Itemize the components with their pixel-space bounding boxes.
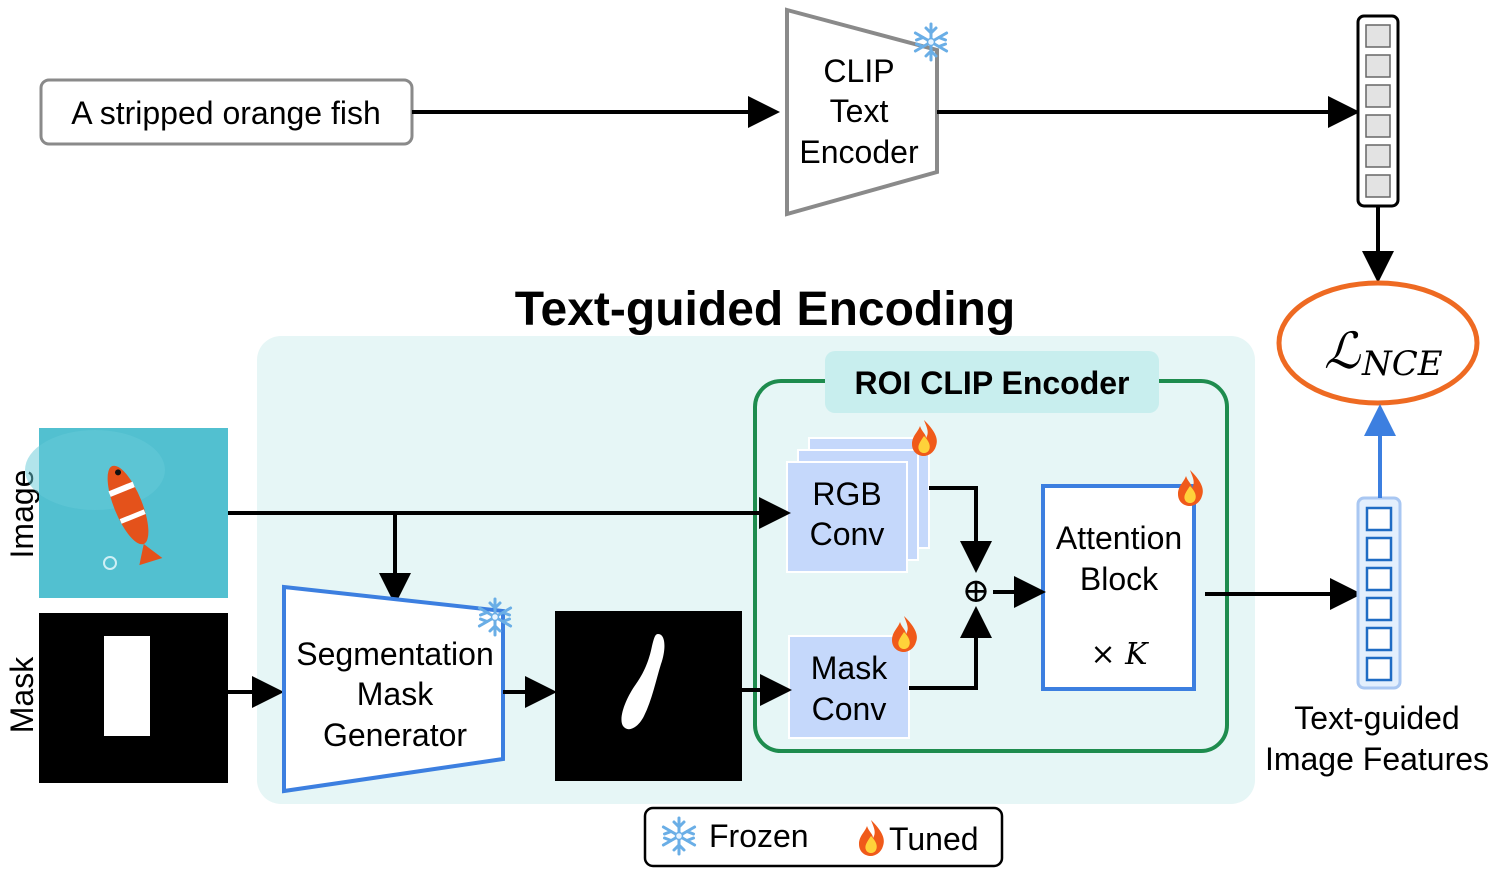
sum-operator: ⊕ — [962, 571, 991, 611]
clip-text-encoder-shape — [785, 7, 939, 217]
text-feature-vector — [1356, 14, 1400, 208]
clip-text-encoder-label-3: Encoder — [799, 134, 919, 170]
loss-ellipse — [1276, 280, 1480, 406]
mask-conv-block — [788, 635, 910, 739]
legend-frozen-label: Frozen — [709, 818, 809, 854]
loss-symbol: ℒ — [1324, 322, 1361, 380]
legend-box — [643, 806, 1004, 868]
attention-block — [1041, 484, 1196, 691]
roi-clip-encoder-title: ROI CLIP Encoder — [854, 365, 1129, 401]
input-image — [25, 428, 228, 598]
mask-conv-label-2: Conv — [812, 691, 887, 727]
arrow-mask-conv-to-sum — [909, 606, 992, 690]
generated-mask-image — [555, 611, 742, 781]
attention-block-label-1: Attention — [1056, 520, 1182, 556]
loss-subscript: NCE — [1361, 344, 1443, 384]
segmentation-label-3: Generator — [323, 717, 467, 753]
text-prompt: A stripped orange fish — [71, 95, 381, 131]
output-features-label-2: Image Features — [1265, 741, 1489, 777]
clip-text-encoder-label-2: Text — [830, 93, 889, 129]
segmentation-label-1: Segmentation — [296, 636, 493, 672]
attention-repeat-label: × K — [1090, 637, 1149, 672]
segmentation-label-2: Mask — [357, 676, 434, 712]
output-features-label-1: Text-guided — [1294, 700, 1459, 736]
mask-label: Mask — [4, 656, 40, 733]
arrow-rgb-conv-to-sum — [929, 486, 992, 573]
roi-clip-encoder-title-bg — [825, 351, 1159, 413]
rgb-conv-block — [786, 437, 930, 573]
legend-tuned-label: Tuned — [889, 821, 979, 857]
image-feature-vector — [1356, 496, 1402, 690]
section-title: Text-guided Encoding — [515, 283, 1015, 336]
attention-block-label-2: Block — [1080, 561, 1159, 597]
rgb-conv-label-2: Conv — [810, 516, 885, 552]
mask-conv-label-1: Mask — [811, 650, 888, 686]
rgb-conv-label-1: RGB — [812, 476, 881, 512]
clip-text-encoder-label-1: CLIP — [823, 53, 894, 89]
segmentation-mask-generator-shape — [282, 584, 505, 794]
input-mask — [39, 613, 228, 783]
